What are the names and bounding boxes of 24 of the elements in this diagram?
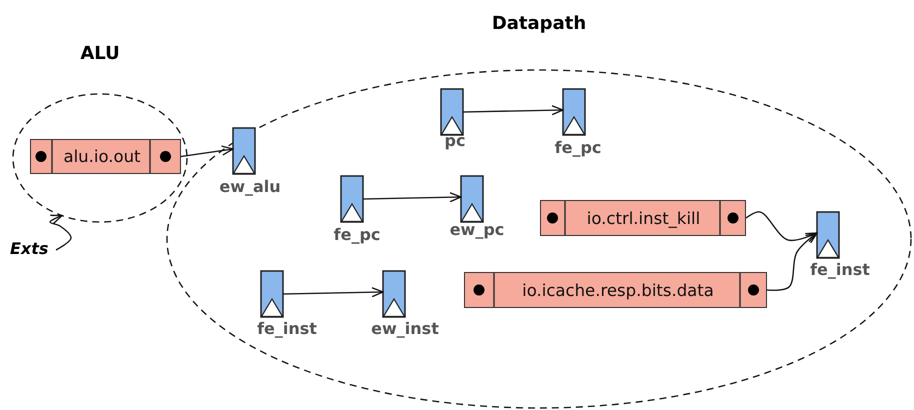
register-label: fe_pc [332, 226, 382, 244]
register-label: ew_pc [448, 221, 506, 239]
register-label: ew_alu [218, 178, 282, 196]
register-label: fe_inst [256, 320, 318, 338]
curved-arrow [766, 232, 818, 291]
signal-box [464, 272, 767, 308]
group-title: Datapath [490, 12, 588, 36]
signal-box [540, 200, 746, 236]
arrow [462, 105, 564, 116]
signal-name: io.ctrl.inst_kill [586, 208, 702, 230]
register-label: fe_inst [809, 261, 871, 279]
arrow [282, 287, 384, 298]
arrow [362, 192, 462, 202]
arrow [180, 145, 234, 158]
signal-name: alu.io.out [62, 146, 142, 168]
register-label: fe_pc [554, 139, 602, 157]
curved-arrow [49, 214, 72, 251]
curved-arrow [746, 211, 818, 242]
register-label: ew_inst [370, 320, 440, 338]
signal-name: io.icache.resp.bits.data [521, 280, 715, 302]
group-title: ALU [79, 42, 121, 66]
register-label: pc [444, 132, 466, 150]
note-label: Exts [10, 238, 56, 260]
signal-box [30, 139, 181, 174]
